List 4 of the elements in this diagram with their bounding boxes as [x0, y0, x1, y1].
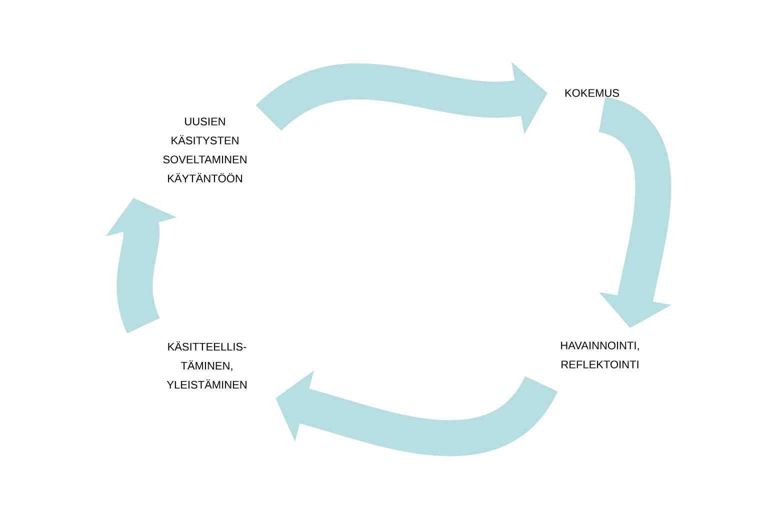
stage-label: UUSIEN KÄSITYSTEN SOVELTAMINEN KÄYTÄNTÖÖN: [163, 118, 246, 182]
stage-label: KÄSITTEELLIS- TÄMINEN, YLEISTÄMINEN: [166, 341, 246, 389]
stage-label: KOKEMUS: [565, 89, 619, 97]
stage-label: HAVAINNOINTI, REFLEKTOINTI: [561, 342, 639, 368]
